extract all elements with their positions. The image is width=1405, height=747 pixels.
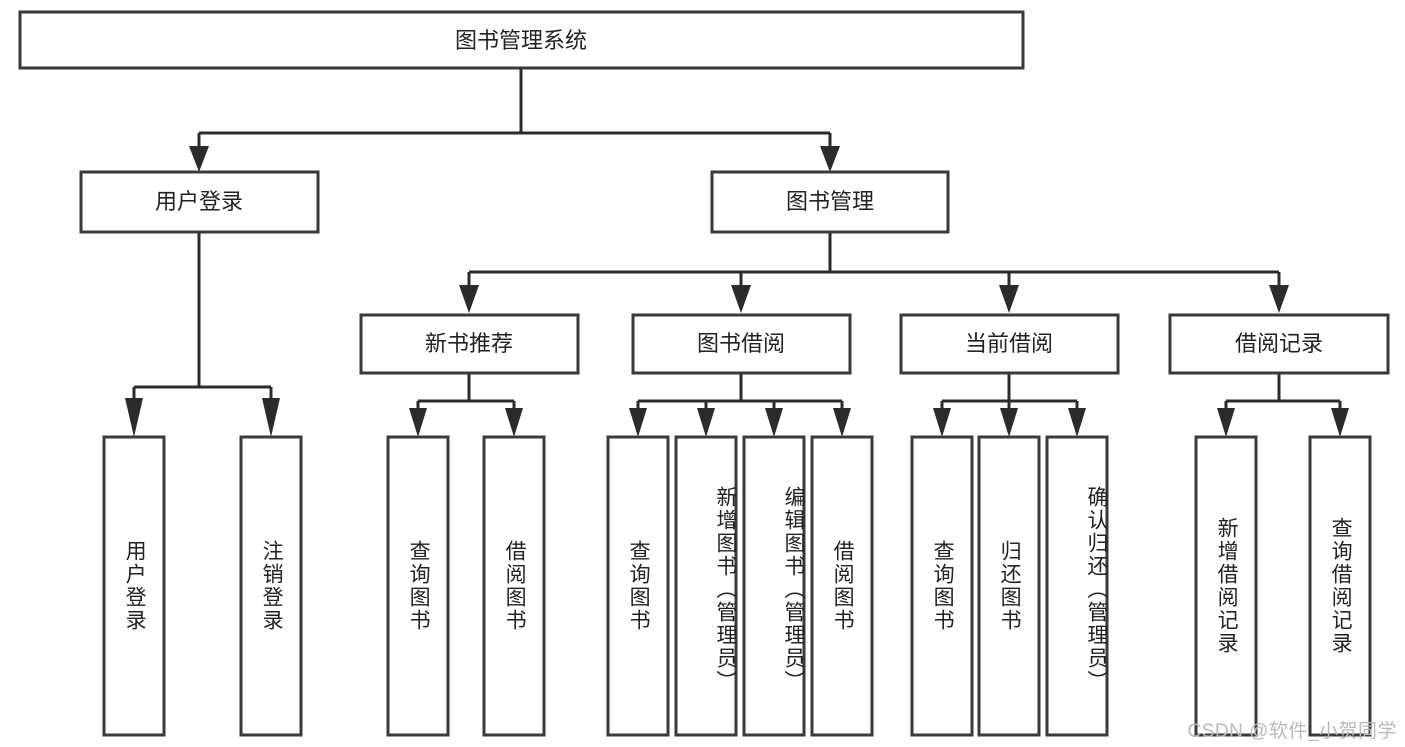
node-current-borrow[interactable]: 当前借阅 (899, 313, 1120, 375)
arrow-leaf-user-login (125, 398, 143, 437)
leaf-box-add-borrow-record[interactable] (1194, 435, 1258, 737)
connector-layer (125, 68, 1349, 437)
arrow-leaf-borrow-book-b (833, 408, 851, 437)
node-book-borrow[interactable]: 图书借阅 (631, 313, 852, 375)
leaf-box-query-book-b[interactable] (606, 435, 670, 737)
arrow-to-borrow-record (1269, 285, 1289, 313)
arrow-leaf-add-book (697, 408, 715, 437)
leaf-box-query-borrow-record[interactable] (1308, 435, 1372, 737)
borrow-record-box-shape (1168, 313, 1390, 375)
arrow-to-user-login (189, 146, 209, 172)
arrow-to-new-book-rec (459, 285, 479, 313)
arrow-leaf-return-book (1000, 408, 1018, 437)
arrow-to-book-manage (820, 146, 840, 172)
user-login-box-shape (79, 170, 320, 234)
node-root-book-management-system[interactable]: 图书管理系统 (18, 10, 1025, 70)
watermark-text: CSDN @软件_小贺同学 (1187, 721, 1397, 742)
arrow-leaf-edit-book (765, 408, 783, 437)
arrow-leaf-add-record (1217, 408, 1235, 437)
node-user-login[interactable]: 用户登录 (79, 170, 320, 234)
leaf-box-layer (102, 435, 1372, 737)
arrow-leaf-borrow-book-a (505, 408, 523, 437)
root-box-shape (18, 10, 1025, 70)
leaf-box-return-book[interactable] (977, 435, 1041, 737)
arrow-to-current-borrow (999, 285, 1019, 313)
leaf-box-add-book-admin[interactable] (674, 435, 738, 737)
borrow-record-label: 借阅记录 (1235, 331, 1323, 356)
arrow-leaf-logout (262, 398, 280, 437)
current-borrow-box-shape (899, 313, 1120, 375)
new-book-recommend-box-shape (359, 313, 580, 375)
arrow-leaf-query-book-b (629, 408, 647, 437)
book-borrow-label: 图书借阅 (697, 331, 785, 356)
root-label: 图书管理系统 (455, 28, 587, 53)
leaf-box-logout[interactable] (239, 435, 303, 737)
arrow-leaf-query-book-c (933, 408, 951, 437)
node-borrow-record[interactable]: 借阅记录 (1168, 313, 1390, 375)
leaf-box-edit-book-admin[interactable] (742, 435, 806, 737)
leaf-box-user-login[interactable] (102, 435, 166, 737)
node-new-book-recommend[interactable]: 新书推荐 (359, 313, 580, 375)
leaf-box-query-book-c[interactable] (910, 435, 974, 737)
new-book-recommend-label: 新书推荐 (425, 331, 513, 356)
arrow-leaf-query-record (1331, 408, 1349, 437)
current-borrow-label: 当前借阅 (965, 331, 1053, 356)
arrow-leaf-query-book-a (409, 408, 427, 437)
node-book-management[interactable]: 图书管理 (710, 170, 950, 234)
leaf-box-borrow-book-b[interactable] (810, 435, 874, 737)
leaf-box-borrow-book-a[interactable] (482, 435, 546, 737)
book-borrow-box-shape (631, 313, 852, 375)
book-management-box-shape (710, 170, 950, 234)
leaf-box-confirm-return-admin[interactable] (1045, 435, 1109, 737)
leaf-box-query-book-a[interactable] (386, 435, 450, 737)
arrow-leaf-confirm-return (1068, 408, 1086, 437)
book-management-label: 图书管理 (786, 189, 874, 214)
user-login-label: 用户登录 (155, 189, 243, 214)
arrow-to-book-borrow (731, 285, 751, 313)
